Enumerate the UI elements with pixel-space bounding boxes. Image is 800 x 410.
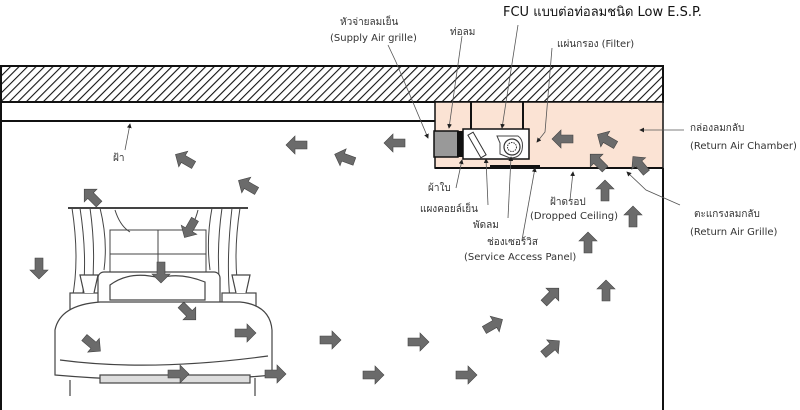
airflow-arrow-icon <box>407 332 430 352</box>
airflow-arrow-icon <box>234 323 257 343</box>
airflow-arrow-icon <box>319 330 342 350</box>
airflow-arrow-icon <box>578 231 598 254</box>
concrete-slab <box>0 65 664 103</box>
dropped-ceiling-label-en: (Dropped Ceiling) <box>530 211 619 222</box>
canvas-label: ผ้าใบ <box>428 183 451 194</box>
return-grille-label-th: ตะแกรงลมกลับ <box>694 209 760 220</box>
leader-lines <box>124 24 684 241</box>
airflow-arrow-icon <box>334 148 357 167</box>
filter-label: แผ่นกรอง (Filter) <box>557 39 635 50</box>
airflow-arrow-icon <box>481 315 503 334</box>
diagram-title: FCU แบบต่อท่อลมชนิด Low E.S.P. <box>503 5 702 20</box>
airflow-arrow-icon <box>589 153 609 173</box>
airflow-arrow-icon <box>362 365 385 385</box>
duct-label: ท่อลม <box>450 27 476 38</box>
airflow-arrow-icon <box>623 205 643 228</box>
airflow-arrow-icon <box>631 156 650 176</box>
canvas-connector <box>457 131 463 157</box>
airflow-arrow-icon <box>29 257 49 280</box>
supply-grille-label-th: หัวจ่ายลมเย็น <box>340 17 399 28</box>
cooling-coil-label: แผงคอยล์เย็น <box>420 204 478 215</box>
fan-label: พัดลม <box>473 220 499 231</box>
airflow-arrow-icon <box>596 279 616 302</box>
service-panel-label-th: ช่องเซอร์วิส <box>487 237 538 248</box>
airflow-arrow-icon <box>238 176 260 195</box>
airflow-arrow-icon <box>540 287 560 307</box>
airflow-arrow-icon <box>597 130 619 149</box>
service-panel-label-en: (Service Access Panel) <box>464 252 577 263</box>
airflow-arrow-icon <box>285 135 308 155</box>
airflow-arrows <box>29 129 650 385</box>
airflow-arrow-icon <box>175 150 197 169</box>
dropped-ceiling-label-th: ฝ้าดรอป <box>550 197 586 208</box>
airflow-arrow-icon <box>383 133 406 153</box>
airflow-arrow-icon <box>167 364 190 384</box>
airflow-arrow-icon <box>151 261 171 284</box>
return-chamber-label-en: (Return Air Chamber) <box>690 141 797 152</box>
airflow-arrow-icon <box>595 179 615 202</box>
supply-grille <box>433 130 459 158</box>
return-grille-label-en: (Return Air Grille) <box>690 227 778 238</box>
airflow-arrow-icon <box>177 301 197 321</box>
airflow-arrow-icon <box>540 339 560 358</box>
airflow-arrow-icon <box>83 188 103 208</box>
ceiling-label: ฝ้า <box>113 153 125 164</box>
airflow-arrow-icon <box>180 216 199 238</box>
fan-icon <box>503 138 521 156</box>
return-chamber-label-th: กล่องลมกลับ <box>690 123 745 134</box>
cooling-coil <box>467 131 487 159</box>
supply-grille-label-en: (Supply Air grille) <box>330 33 417 44</box>
airflow-arrow-icon <box>551 129 574 149</box>
airflow-arrow-icon <box>81 334 101 353</box>
airflow-arrow-icon <box>264 364 287 384</box>
airflow-arrow-icon <box>455 365 478 385</box>
